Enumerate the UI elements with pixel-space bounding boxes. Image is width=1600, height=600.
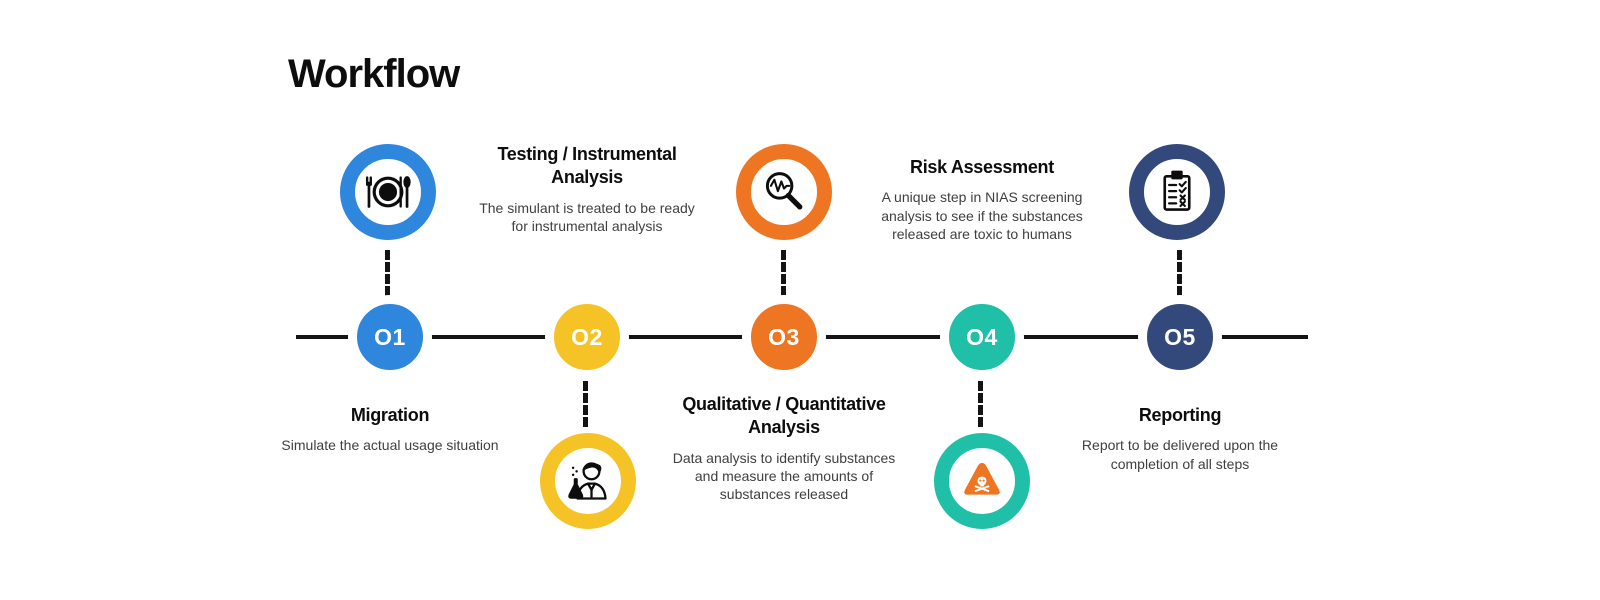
step5-heading: Reporting	[1138, 405, 1222, 425]
step3-heading: Qualitative / Quantitative Analysis	[682, 394, 886, 438]
step2-description: The simulant is treated to be ready for …	[479, 199, 695, 234]
step5-number: O5	[1164, 323, 1196, 350]
step4-text-block: Risk Assessment A unique step in NIAS sc…	[867, 156, 1097, 243]
magnifier-waveform-icon	[756, 164, 812, 220]
step5-description: Report to be delivered upon the completi…	[1081, 437, 1279, 472]
page-title: Workflow	[288, 52, 460, 96]
step1-dashed-connector	[385, 250, 390, 296]
step3-dashed-connector	[781, 250, 786, 296]
step1-icon-ring	[340, 144, 436, 240]
step1-number-circle: O1	[348, 295, 432, 379]
step2-number: O2	[571, 323, 603, 350]
step4-dashed-connector	[978, 381, 983, 427]
step5-number-circle: O5	[1138, 295, 1222, 379]
clipboard-checklist-icon	[1149, 164, 1205, 220]
step4-heading: Risk Assessment	[910, 157, 1054, 177]
step4-description: A unique step in NIAS screening analysis…	[881, 189, 1083, 242]
step1-text-block: Migration Simulate the actual usage situ…	[275, 404, 505, 455]
step2-number-circle: O2	[545, 295, 629, 379]
scientist-flask-icon	[560, 453, 616, 509]
step3-description: Data analysis to identify substances and…	[672, 449, 896, 503]
toxic-warning-icon	[953, 452, 1011, 510]
step1-heading: Migration	[350, 405, 430, 425]
step2-icon-ring	[540, 433, 636, 529]
step4-number-circle: O4	[940, 295, 1024, 379]
step1-description: Simulate the actual usage situation	[281, 437, 499, 454]
step4-icon-ring	[934, 433, 1030, 529]
step2-text-block: Testing / Instrumental Analysis The simu…	[472, 143, 702, 235]
step2-dashed-connector	[583, 381, 588, 427]
dinner-plate-icon	[359, 163, 417, 221]
step5-icon-ring	[1129, 144, 1225, 240]
step4-number: O4	[966, 323, 998, 350]
step3-text-block: Qualitative / Quantitative Analysis Data…	[669, 393, 899, 503]
step5-dashed-connector	[1177, 250, 1182, 296]
step5-text-block: Reporting Report to be delivered upon th…	[1065, 404, 1295, 473]
step3-icon-ring	[736, 144, 832, 240]
step1-number: O1	[374, 323, 406, 350]
step2-heading: Testing / Instrumental Analysis	[497, 144, 677, 188]
step3-number: O3	[768, 323, 800, 350]
step3-number-circle: O3	[742, 295, 826, 379]
